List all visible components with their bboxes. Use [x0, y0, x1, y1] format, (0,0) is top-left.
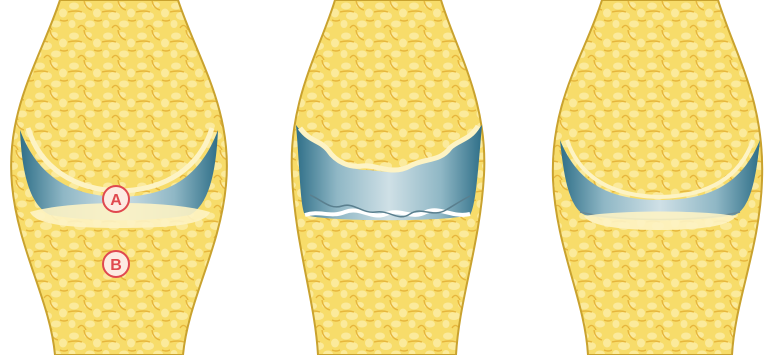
- healthy-joint: A B: [11, 0, 227, 355]
- marker-a: A: [103, 186, 129, 212]
- marker-a-label: A: [110, 192, 122, 209]
- marker-b-label: B: [110, 257, 122, 274]
- eroded-joint: [292, 0, 485, 355]
- narrowed-joint: [553, 0, 762, 355]
- marker-b: B: [103, 251, 129, 277]
